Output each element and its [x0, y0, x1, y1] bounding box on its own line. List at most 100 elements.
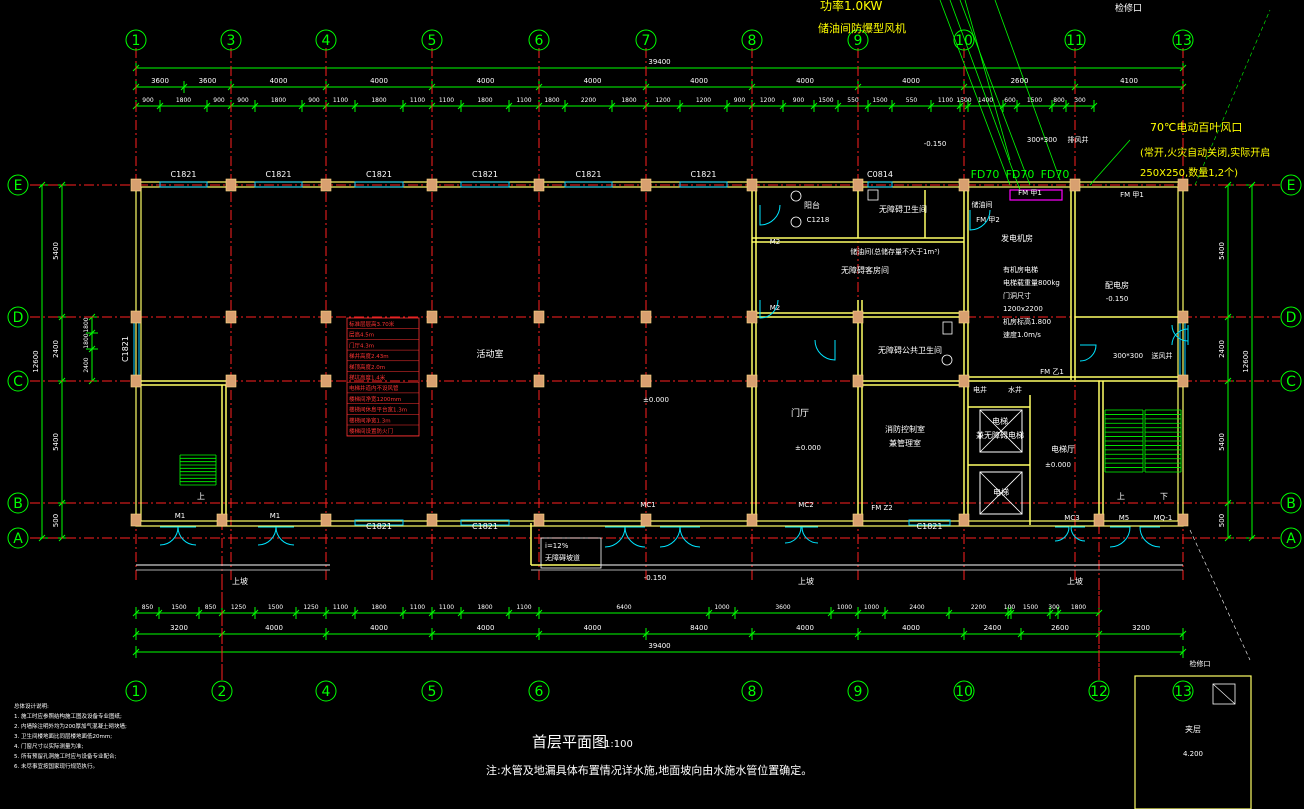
- axis-bubble-circle: [125, 29, 147, 51]
- room-label: 上: [197, 492, 205, 501]
- dim-bottom-segments-label: 850: [205, 604, 217, 611]
- dim-top-segments-label: 300: [1074, 97, 1086, 104]
- fixture-sink: [790, 216, 802, 228]
- dim-top-segments-label: 1500: [872, 97, 887, 104]
- axis-bubble-top: 5: [421, 29, 443, 51]
- dim-left-inner-label: 2400: [83, 357, 90, 372]
- dim-left-total-label: 12600: [32, 350, 40, 372]
- axis-bubble-label: 12: [1090, 684, 1108, 700]
- dim-right-total-slash: [1248, 181, 1256, 189]
- axis-bubble-label: 4: [322, 33, 331, 49]
- dim-top-segments-slash: [505, 102, 513, 110]
- axis-bubble-circle: [1064, 29, 1086, 51]
- window-label-left: C1821: [121, 336, 130, 362]
- dim-bottom-segments-label: 100: [1004, 604, 1016, 611]
- column: [958, 374, 970, 388]
- dim-bottom-bays-slash: [642, 630, 650, 638]
- axis-lines: [30, 48, 1280, 680]
- fan-note: 储油间防爆型风机: [818, 21, 906, 35]
- column: [1177, 374, 1189, 388]
- dim-top-segments-slash: [251, 102, 259, 110]
- dim-top-segments-label: 1100: [439, 97, 454, 104]
- door-swing-power: [1079, 344, 1097, 362]
- elevator-spec: 机房标高1.800: [1003, 317, 1051, 326]
- dim-bottom-segments-slash: [399, 609, 407, 617]
- fixture-toilet: [942, 321, 953, 335]
- axis-bubble-bottom: 4: [315, 680, 337, 702]
- window-top: [354, 181, 404, 188]
- general-note: 3. 卫生间楼地面比同层楼地面低20mm;: [14, 732, 112, 740]
- axis-bubble-label: D: [13, 310, 24, 326]
- axis-bubble-label: 10: [955, 33, 973, 49]
- door-label: MQ-1: [1154, 514, 1173, 522]
- dim-top-segments-slash: [810, 102, 818, 110]
- column: [1069, 178, 1081, 192]
- dim-top-bays-label: 3600: [199, 77, 217, 85]
- fire-damper-label: FD70: [1006, 168, 1035, 181]
- dim-top-segments-slash: [956, 102, 964, 110]
- dim-bottom-segments-label: 1000: [837, 604, 852, 611]
- dim-top-segments-label: 600: [1004, 97, 1016, 104]
- axis-bubble-label: E: [14, 178, 23, 194]
- axis-bubble-label: C: [13, 374, 23, 390]
- dim-bottom-segments-slash: [881, 609, 889, 617]
- column: [130, 178, 142, 192]
- axis-bubble-label: 1: [132, 33, 141, 49]
- dim-top-segments-label: 900: [734, 97, 746, 104]
- axis-bubble-circle: [953, 680, 975, 702]
- window-label-top: C1821: [266, 170, 292, 179]
- column: [852, 374, 864, 388]
- dim-bottom-segments-slash: [322, 609, 330, 617]
- dim-bottom-segments-slash: [535, 609, 543, 617]
- dim-bottom-bays-label: 4000: [265, 624, 283, 632]
- dim-bottom-segments-label: 1500: [268, 604, 283, 611]
- room-label: 发电机房: [1001, 233, 1033, 243]
- fixture-basin: [941, 354, 953, 366]
- dim-left-segments-label: 5400: [52, 433, 60, 451]
- dim-top-segments-label: 1500: [1027, 97, 1042, 104]
- fan-leader: [959, 0, 1031, 186]
- column: [746, 513, 758, 527]
- axis-bubble-bottom: 2: [211, 680, 233, 702]
- door-swing-m1b: [275, 526, 295, 546]
- dim-bottom-segments-slash: [132, 609, 140, 617]
- room-label: 上坡: [232, 576, 248, 586]
- axis-bubble-circle: [125, 680, 147, 702]
- dim-bottom-bays-slash: [322, 630, 330, 638]
- dim-top-segments-slash: [676, 102, 684, 110]
- red-note-text: 楼梯间净宽1.3m: [349, 416, 391, 424]
- column: [958, 513, 970, 527]
- axis-bubble-label: A: [13, 531, 23, 547]
- room-label: 无障碍卫生间: [879, 204, 927, 214]
- column: [533, 310, 545, 324]
- red-note-text: 标准层层高3.70米: [349, 320, 395, 328]
- dim-top-segments-label: 900: [793, 97, 805, 104]
- fixture-sink: [790, 190, 802, 202]
- axis-bubble-label: 9: [854, 33, 863, 49]
- column: [426, 178, 438, 192]
- axis-bubble-circle: [528, 680, 550, 702]
- window-top: [867, 181, 893, 188]
- dim-bottom-bays-slash: [1017, 630, 1025, 638]
- dim-left-segments-label: 5400: [52, 242, 60, 260]
- door-swing-oil: [969, 209, 991, 231]
- window-bottom: [354, 519, 404, 526]
- axis-bubble-circle: [7, 306, 29, 328]
- door-swing-m2b: [759, 299, 779, 319]
- dim-top-segments-label: 1500: [818, 97, 833, 104]
- dim-bottom-segments-slash: [731, 609, 739, 617]
- window-bottom: [908, 519, 951, 526]
- room-label: -0.150: [644, 574, 667, 582]
- room-label: 储油间: [972, 200, 993, 209]
- general-note: 总体设计说明:: [14, 702, 49, 710]
- column: [852, 178, 864, 192]
- column: [320, 374, 332, 388]
- window-label-top: C1821: [576, 170, 602, 179]
- room-label: ±0.000: [795, 444, 821, 452]
- dim-top-segments-label: 1100: [410, 97, 425, 104]
- dim-top-segments-label: 1100: [938, 97, 953, 104]
- room-label: 兼无障碍电梯: [976, 430, 1024, 440]
- mezzanine-inset: [1134, 675, 1252, 809]
- axis-bubble-label: B: [13, 496, 23, 512]
